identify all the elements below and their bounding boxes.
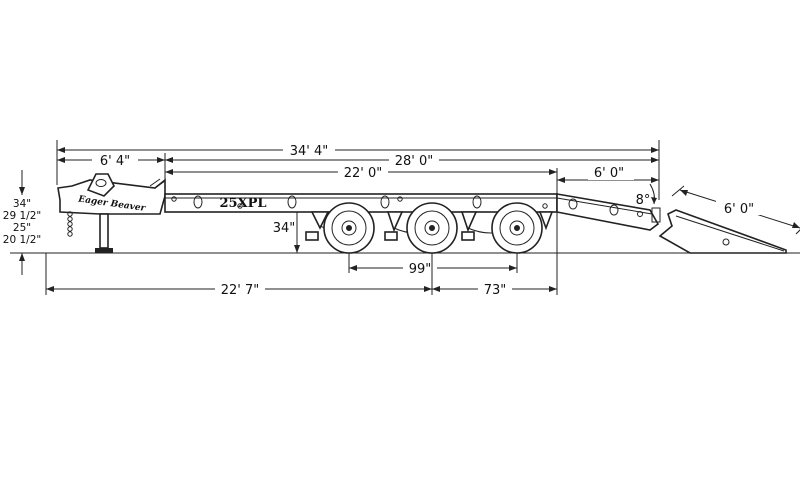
jack-stand (95, 213, 113, 253)
dim-main-deck: 22' 0" (165, 164, 558, 196)
label-front-section: 6' 4" (100, 154, 130, 169)
label-ramp: 6' 0" (724, 202, 754, 217)
coupler-height-3: 25" (13, 222, 31, 234)
label-dovetail: 6' 0" (594, 166, 624, 181)
dim-dovetail-angle: 8° (636, 183, 657, 208)
coupler-plate (86, 173, 115, 197)
dim-tongue-to-axles: 22' 7" (45, 200, 558, 298)
label-deck-height: 34" (273, 221, 296, 236)
dim-axles-to-rear: 73" (432, 281, 557, 298)
dim-ramp: 6' 0" (671, 185, 800, 235)
model-label: 25XPL (219, 196, 266, 211)
label-tongue-to-axles: 22' 7" (221, 283, 260, 298)
deck-stake-pockets (171, 195, 548, 209)
label-axle-spread: 99" (409, 262, 432, 277)
coupler-height-4: 20 1/2" (3, 234, 41, 246)
front-frame (57, 178, 166, 215)
coupler-height-1: 34" (13, 198, 31, 210)
dim-deck-height: 34" (273, 200, 300, 253)
wheel-2 (406, 202, 458, 254)
dim-dovetail: 6' 0" (557, 164, 659, 183)
wheel-3 (491, 202, 543, 254)
label-main-deck: 22' 0" (344, 166, 383, 181)
safety-chain (67, 211, 73, 237)
coupler-height-2: 29 1/2" (3, 210, 41, 222)
dim-deck-plus-dovetail: 28' 0" (165, 152, 659, 169)
dovetail (556, 193, 661, 231)
dim-coupler-height: 34" 29 1/2" 25" 20 1/2" (3, 170, 41, 275)
label-dovetail-angle: 8° (636, 193, 651, 208)
wheel-1 (323, 202, 375, 254)
label-overall-length: 34' 4" (290, 144, 329, 159)
dim-overall-length: 34' 4" (56, 140, 660, 200)
ramp (658, 209, 787, 254)
label-deck-plus-dovetail: 28' 0" (395, 154, 434, 169)
label-axles-to-rear: 73" (484, 283, 507, 298)
